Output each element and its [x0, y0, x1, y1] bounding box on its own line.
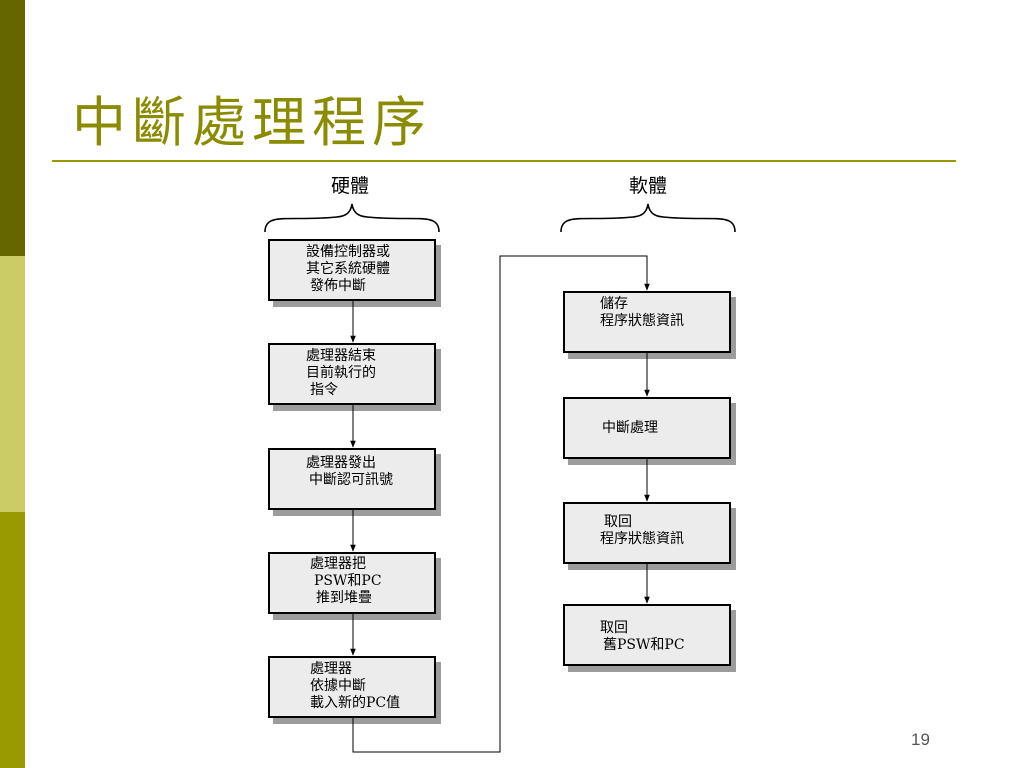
step-line: 處理器發出: [306, 455, 376, 471]
step-line: 處理器結束: [306, 348, 376, 364]
software-step-box: [563, 604, 731, 666]
hardware-step-text: 處理器依據中斷載入新的PC值: [310, 661, 400, 712]
step-line: 儲存: [600, 296, 628, 312]
step-line: 其它系統硬體: [306, 261, 390, 277]
page-number: 19: [911, 730, 930, 749]
slide-title: 中斷處理程序: [72, 91, 432, 154]
step-line: 取回: [604, 514, 632, 530]
step-line: 推到堆疊: [316, 590, 372, 606]
hardware-step-text: 處理器發出中斷認可訊號: [306, 455, 393, 489]
step-line: 取回: [600, 620, 628, 636]
step-line: 中斷認可訊號: [309, 472, 393, 488]
step-line: 目前執行的: [306, 365, 376, 381]
step-line: 設備控制器或: [306, 244, 390, 260]
software-step-text: 中斷處理: [602, 420, 658, 437]
hardware-step-box: [268, 239, 436, 301]
hardware-step-text: 處理器結束目前執行的指令: [306, 348, 376, 399]
step-line: 舊PSW和PC: [603, 637, 685, 653]
software-step-box: [563, 291, 731, 353]
software-step-text: 取回程序狀態資訊: [600, 514, 684, 548]
side-band-dark: [0, 0, 25, 256]
step-line: 程序狀態資訊: [600, 313, 684, 329]
step-line: PSW和PC: [314, 573, 382, 589]
hardware-step-box: [268, 448, 436, 510]
side-band-light: [0, 256, 25, 512]
step-line: 指令: [310, 382, 338, 398]
software-step-box: [563, 397, 731, 459]
software-step-text: 取回舊PSW和PC: [600, 620, 685, 654]
side-band-olive: [0, 512, 25, 768]
software-step-text: 儲存程序狀態資訊: [600, 296, 684, 330]
step-line: 處理器把: [310, 556, 366, 572]
hardware-step-box: [268, 552, 436, 614]
title-underline: [52, 160, 956, 162]
cross-column-arrow: [352, 255, 650, 753]
hardware-brace: [264, 203, 440, 233]
hardware-column-label: 硬體: [331, 175, 370, 197]
step-line: 發佈中斷: [310, 278, 366, 294]
step-line: 處理器: [310, 661, 352, 677]
step-line: 載入新的PC值: [310, 695, 401, 711]
hardware-step-text: 設備控制器或其它系統硬體發佈中斷: [306, 244, 390, 295]
hardware-step-box: [268, 343, 436, 405]
software-brace: [560, 203, 736, 233]
software-step-box: [563, 502, 731, 564]
software-column-label: 軟體: [629, 175, 668, 197]
step-line: 中斷處理: [602, 420, 658, 436]
step-line: 依據中斷: [310, 678, 366, 694]
hardware-step-box: [268, 656, 436, 718]
step-line: 程序狀態資訊: [600, 531, 684, 547]
